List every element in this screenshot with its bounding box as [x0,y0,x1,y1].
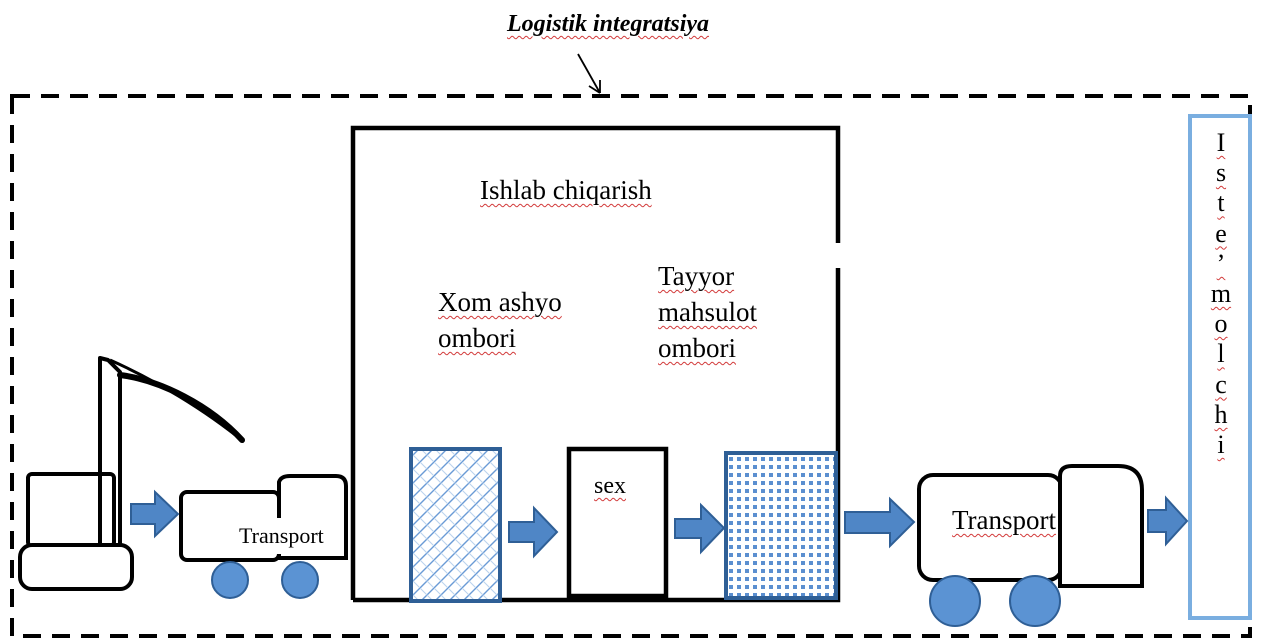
consumer-letter: t [1217,188,1225,218]
consumer-letter: m [1210,279,1232,309]
finished-warehouse-label-line: ombori [658,333,736,363]
finished-warehouse-label-line: Tayyor [658,261,735,291]
arrow-right-icon [130,489,180,539]
finished-warehouse-box [724,451,838,600]
transport-out-label: Transport [952,505,1057,535]
consumer-letter: o [1214,309,1228,339]
consumer-letter: c [1215,369,1227,399]
consumer-letter: e [1215,218,1227,248]
arrow-right-icon [1147,495,1189,547]
raw-warehouse-label-line: ombori [438,323,516,353]
arrow-right-icon [508,505,559,559]
production-label: Ishlab chiqarish [480,175,652,205]
truck-icon [917,464,1144,627]
diagram-title: Logistik integratsiya [507,11,710,37]
title-pointer-arrow [577,53,601,94]
finished-warehouse-label: Tayyor mahsulot ombori [658,258,757,366]
consumer-letter: s [1215,158,1227,188]
finished-warehouse-label-line: mahsulot [658,297,757,327]
excavator-icon [18,356,245,591]
consumer-letter: i [1217,430,1225,460]
workshop-box [566,446,669,599]
consumer-letter: ’ [1216,248,1226,278]
workshop-label: sex [594,473,626,499]
raw-warehouse-box [409,447,502,603]
consumer-letter: I [1216,128,1226,157]
consumer-box [1188,114,1252,620]
consumer-letter: h [1214,399,1228,429]
arrow-right-icon [674,502,726,555]
consumer-letter: l [1217,339,1225,369]
raw-warehouse-label: Xom ashyo ombori [438,284,562,356]
transport-in-label: Transport [239,518,326,554]
raw-warehouse-label-line: Xom ashyo [438,287,562,317]
arrow-right-icon [844,496,916,549]
